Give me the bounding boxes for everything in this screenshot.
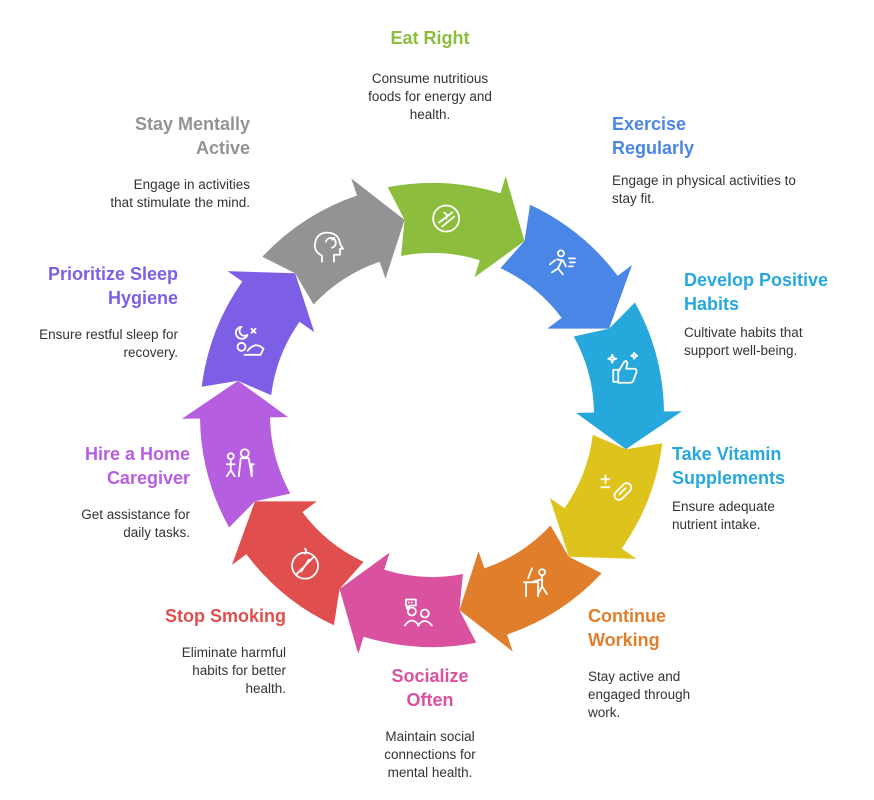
arrow-habits: [573, 302, 682, 450]
label-working: Continue Working Stay active and engaged…: [588, 604, 748, 722]
pill-icon: [600, 474, 633, 501]
label-desc: Consume nutritious foods for energy and …: [368, 71, 492, 122]
label-desc: Ensure adequate nutrient intake.: [672, 499, 775, 532]
label-exercise: Exercise Regularly Engage in physical ac…: [612, 112, 832, 208]
label-title: Continue Working: [588, 606, 666, 650]
label-title: Hire a Home Caregiver: [84, 444, 190, 488]
label-vitamin: Take Vitamin Supplements Ensure adequate…: [672, 442, 862, 534]
label-eat: Eat Right Consume nutritious foods for e…: [350, 26, 510, 124]
label-habits: Develop Positive Habits Cultivate habits…: [684, 268, 864, 360]
chatting-people-icon: [403, 598, 433, 627]
label-desc: Eliminate harmful habits for better heal…: [181, 645, 286, 696]
label-desc: Get assistance for daily tasks.: [81, 507, 190, 540]
label-mental: Stay Mentally Active Engage in activitie…: [100, 112, 250, 212]
arrow-vitamin: [549, 434, 663, 559]
label-desc: Cultivate habits that support well-being…: [684, 325, 803, 358]
label-title: Prioritize Sleep Hygiene: [47, 264, 178, 308]
label-sleep: Prioritize Sleep Hygiene Ensure restful …: [20, 262, 178, 362]
label-desc: Maintain social connections for mental h…: [384, 729, 476, 780]
label-desc: Stay active and engaged through work.: [588, 669, 691, 720]
arrow-caregiver: [182, 380, 291, 528]
arrow-smoking: [231, 501, 364, 626]
label-desc: Engage in activities that stimulate the …: [110, 177, 250, 210]
label-title: Eat Right: [390, 28, 470, 48]
arrow-sleep: [201, 271, 315, 396]
label-social: Socialize Often Maintain social connecti…: [350, 664, 510, 782]
label-desc: Ensure restful sleep for recovery.: [39, 327, 178, 360]
sleeping-person-icon: [235, 325, 265, 356]
salad-icon: [432, 204, 461, 233]
label-title: Develop Positive Habits: [684, 270, 829, 314]
running-person-icon: [549, 249, 576, 276]
caregiver-icon: [225, 448, 255, 478]
desk-worker-icon: [523, 567, 548, 598]
label-title: Exercise Regularly: [612, 114, 695, 158]
label-title: Stay Mentally Active: [134, 114, 250, 158]
brain-head-icon: [313, 231, 344, 263]
label-title: Socialize Often: [391, 666, 469, 710]
arrow-social: [339, 552, 477, 654]
label-caregiver: Hire a Home Caregiver Get assistance for…: [30, 442, 190, 542]
thumbs-up-sparkle-icon: [607, 351, 639, 384]
label-title: Stop Smoking: [165, 606, 286, 626]
label-desc: Engage in physical activities to stay fi…: [612, 173, 796, 206]
label-smoking: Stop Smoking Eliminate harmful habits fo…: [100, 604, 286, 698]
arrow-working: [459, 525, 602, 652]
arrow-mental: [262, 178, 405, 305]
no-smoking-icon: [291, 547, 319, 580]
label-title: Take Vitamin Supplements: [672, 444, 786, 488]
